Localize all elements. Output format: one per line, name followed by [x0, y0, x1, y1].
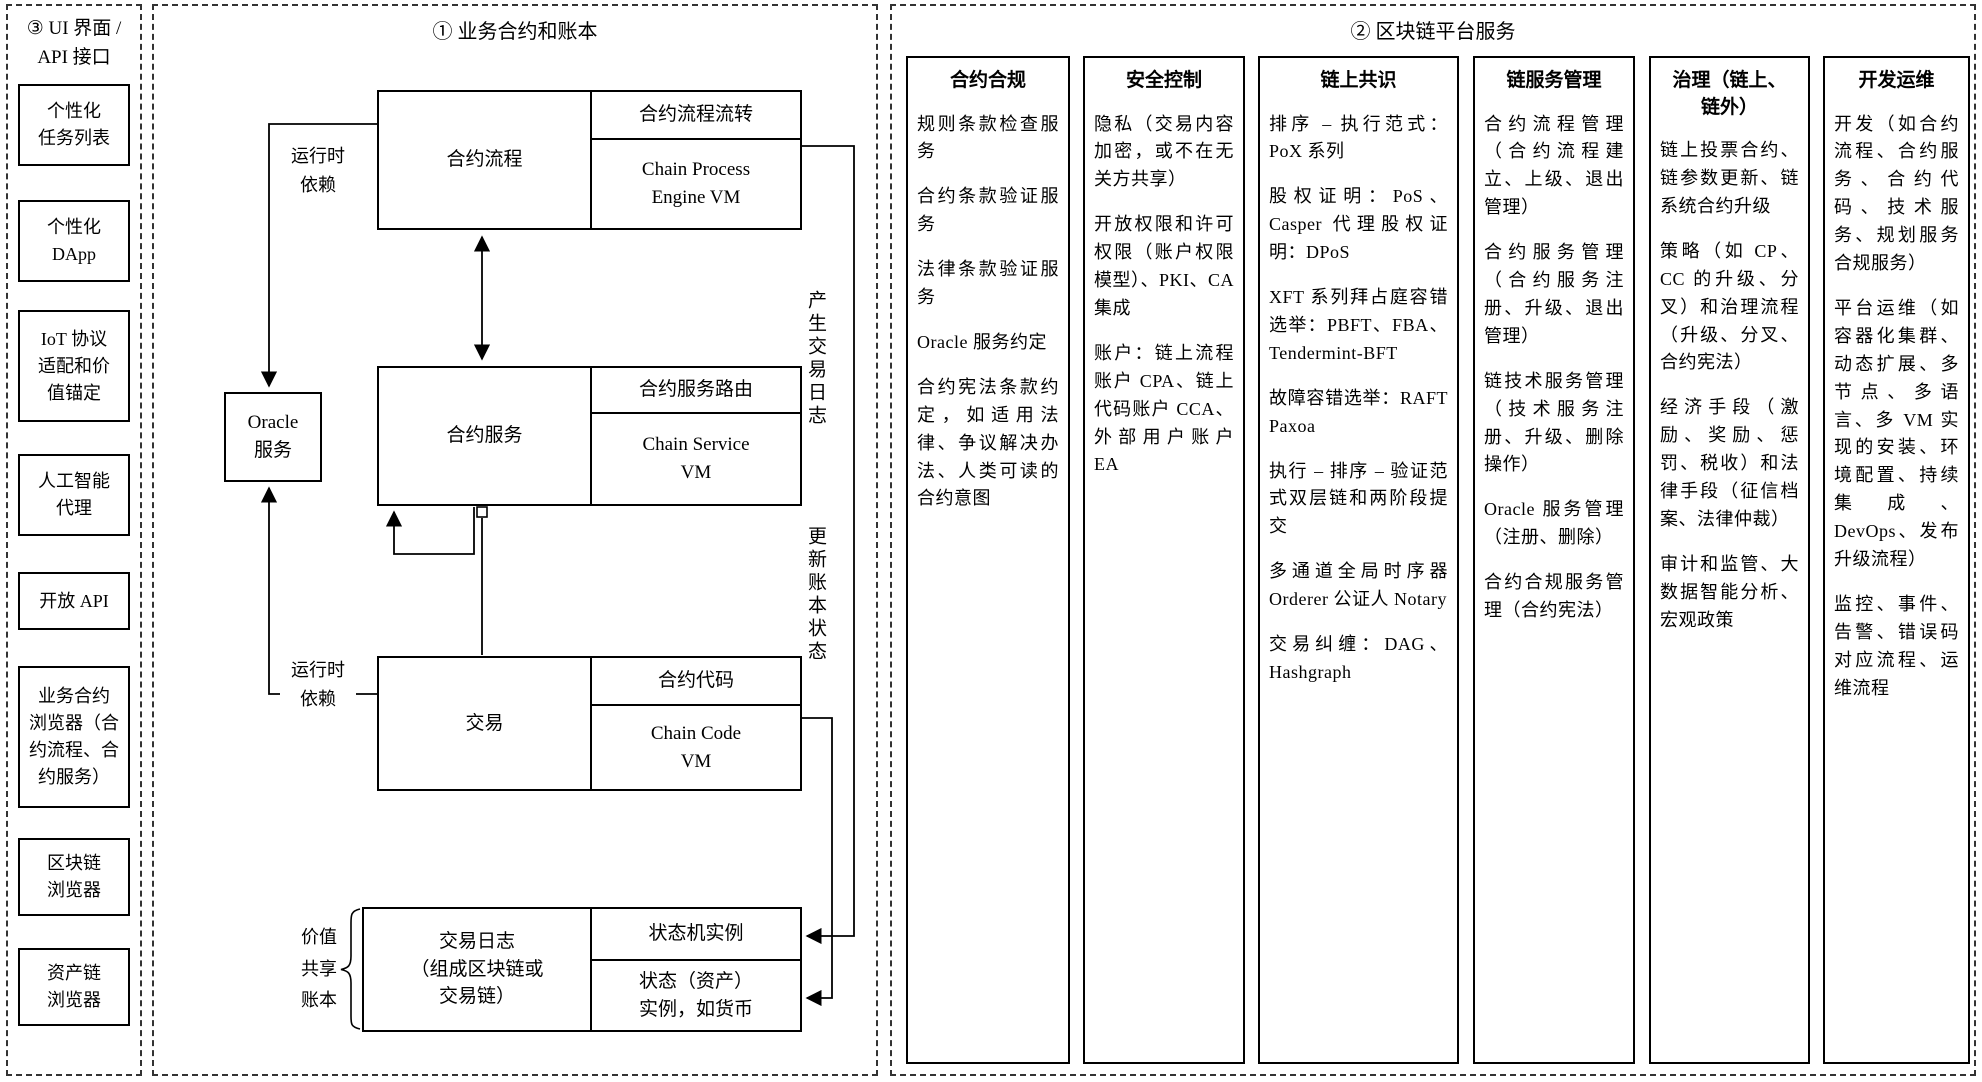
- service-item: 合约流程管理（合约流程建立、上级、退出管理）: [1484, 113, 1624, 218]
- contract-service-label: 合约服务: [379, 368, 592, 504]
- service-item: 合约条款验证服务: [917, 186, 1059, 235]
- column-header: 链上共识: [1320, 70, 1397, 91]
- ui-item-iot-adapter: IoT 协议 适配和价 值锚定: [18, 310, 130, 422]
- column-governance: 治理（链上、 链外） 链上投票合约、链参数更新、链系统合约升级 策略（如 CP、…: [1649, 56, 1810, 1064]
- transaction-box: 交易 合约代码 Chain Code VM: [377, 656, 802, 791]
- contract-process-box: 合约流程 合约流程流转 Chain Process Engine VM: [377, 90, 802, 230]
- service-item: 交易纠缠：DAG、Hashgraph: [1269, 633, 1448, 682]
- service-item: 合约合规服务管理（合约宪法）: [1484, 572, 1624, 620]
- ledger-panel-title: ① 业务合约和账本: [432, 21, 598, 43]
- ui-item-asset-browser: 资产链 浏览器: [18, 948, 130, 1026]
- transaction-label: 交易: [379, 658, 592, 789]
- service-item: 规则条款检查服务: [917, 113, 1059, 162]
- column-devops: 开发运维 开发（如合约流程、合约服务、合约代码、技术服务、规划服务合规服务） 平…: [1823, 56, 1970, 1064]
- service-item: 股权证明：PoS、Casper 代理股权证明：DPoS: [1269, 186, 1448, 263]
- column-onchain-consensus: 链上共识 排序 – 执行范式：PoX 系列 股权证明：PoS、Casper 代理…: [1258, 56, 1459, 1064]
- chain-service-vm-label: Chain Service VM: [642, 434, 750, 483]
- service-item: 监控、事件、告警、错误码对应流程、运维流程: [1834, 593, 1959, 698]
- process-flow-label: 合约流程流转: [592, 92, 800, 140]
- transaction-log-box: 交易日志 （组成区块链或 交易链） 状态机实例 状态（资产） 实例，如货币: [362, 907, 802, 1032]
- aggregation-square: [476, 506, 488, 518]
- connector-arrows-layer: [260, 123, 855, 1030]
- ui-item-dapp: 个性化 DApp: [18, 200, 130, 282]
- platform-services-panel: ② 区块链平台服务 合约合规 规则条款检查服务 合约条款验证服务 法律条款验证服…: [890, 4, 1976, 1076]
- service-item: 合约宪法条款约定，如适用法律、争议解决办法、人类可读的合约意图: [917, 376, 1059, 509]
- arrow-service-self-loop: [385, 507, 475, 555]
- service-item: 执行 – 排序 – 验证范式双层链和两阶段提交: [1269, 460, 1448, 537]
- service-item: 隐私（交易内容加密，或不在无关方共享）: [1094, 113, 1234, 190]
- update-ledger-state-label: 更新账本状态: [802, 526, 829, 664]
- arrow-to-state-instance: [802, 717, 833, 1007]
- column-header: 开发运维: [1858, 70, 1935, 91]
- ui-item-ai-agent: 人工智能 代理: [18, 454, 130, 536]
- service-item: 链上投票合约、链参数更新、链系统合约升级: [1660, 140, 1799, 216]
- service-item: 开发（如合约流程、合约服务、合约代码、技术服务、规划服务合规服务）: [1834, 113, 1959, 274]
- state-machine-label: 状态机实例: [592, 909, 800, 961]
- state-instance-label: 状态（资产） 实例，如货币: [638, 970, 753, 1020]
- column-header: 治理（链上、 链外）: [1672, 70, 1787, 118]
- runtime-dependency-label-top: 运行时 依赖: [280, 142, 356, 200]
- service-item: Oracle 服务管理（注册、删除）: [1484, 499, 1624, 548]
- column-header: 链服务管理: [1506, 70, 1602, 91]
- ui-item-chain-browser: 区块链 浏览器: [18, 838, 130, 916]
- produce-tx-log-label: 产生交易日志: [802, 290, 829, 428]
- ledger-panel: ① 业务合约和账本 合约流程: [152, 4, 878, 1076]
- contract-code-label: 合约代码: [592, 658, 800, 706]
- service-item: 法律条款验证服务: [917, 259, 1059, 308]
- value-ledger-brace: [340, 908, 361, 1030]
- service-item: Oracle 服务约定: [917, 331, 1047, 352]
- oracle-service-box: Oracle 服务: [224, 392, 322, 482]
- service-item: 经济手段（激励、奖励、惩罚、税收）和法律手段（征信档案、法律仲裁）: [1660, 397, 1799, 529]
- column-chain-service-mgmt: 链服务管理 合约流程管理（合约流程建立、上级、退出管理） 合约服务管理（合约服务…: [1473, 56, 1635, 1064]
- service-item: 故障容错选举：RAFT Paxoa: [1269, 387, 1448, 436]
- service-item: XFT 系列拜占庭容错选举：PBFT、FBA、Tendermint-BFT: [1269, 287, 1448, 363]
- service-item: 账户：链上流程账户 CPA、链上代码账户 CCA、外部用户账户 EA: [1094, 342, 1234, 475]
- service-item: 链技术服务管理（技术服务注册、升级、删除操作）: [1484, 370, 1624, 475]
- service-item: 合约服务管理（合约服务注册、升级、退出管理）: [1484, 242, 1624, 346]
- ui-item-open-api: 开放 API: [18, 572, 130, 630]
- service-item: 策略（如 CP、CC 的升级、分叉）和治理流程（升级、分叉、合约宪法）: [1660, 240, 1799, 373]
- platform-panel-title: ② 区块链平台服务: [1350, 21, 1516, 43]
- service-route-label: 合约服务路由: [592, 368, 800, 414]
- ui-panel-title: ③ UI 界面 / API 接口: [26, 18, 122, 69]
- ui-api-panel: ③ UI 界面 / API 接口 个性化 任务列表 个性化 DApp IoT 协…: [6, 4, 142, 1076]
- chain-code-vm-label: Chain Code VM: [650, 722, 742, 772]
- service-item: 审计和监管、大数据智能分析、宏观政策: [1660, 553, 1799, 630]
- service-item: 多通道全局时序器 Orderer 公证人 Notary: [1269, 561, 1448, 610]
- ui-item-task-list: 个性化 任务列表: [18, 84, 130, 166]
- ui-item-contract-browser: 业务合约 浏览器（合 约流程、合 约服务）: [18, 666, 130, 808]
- chain-process-vm-label: Chain Process Engine VM: [641, 159, 751, 208]
- arrow-to-state-machine: [802, 145, 855, 945]
- column-header: 安全控制: [1125, 70, 1202, 91]
- service-item: 平台运维（如容器化集群、动态扩展、多节点、多语言、多 VM 实现的安装、环境配置…: [1834, 297, 1959, 569]
- service-item: 开放权限和许可权限（账户权限模型）、PKI、CA 集成: [1094, 214, 1235, 318]
- runtime-dependency-label-bottom: 运行时 依赖: [280, 656, 356, 714]
- column-contract-compliance: 合约合规 规则条款检查服务 合约条款验证服务 法律条款验证服务 Oracle 服…: [906, 56, 1070, 1064]
- column-security-control: 安全控制 隐私（交易内容加密，或不在无关方共享） 开放权限和许可权限（账户权限模…: [1083, 56, 1245, 1064]
- contract-process-label: 合约流程: [379, 92, 592, 228]
- arrow-process-oracle: [260, 123, 377, 388]
- column-header: 合约合规: [949, 70, 1026, 91]
- contract-service-box: 合约服务 合约服务路由 Chain Service VM: [377, 366, 802, 506]
- tx-log-label: 交易日志 （组成区块链或 交易链）: [364, 909, 592, 1030]
- value-shared-ledger-label: 价值 共享 账本: [301, 927, 337, 1010]
- service-item: 排序 – 执行范式：PoX 系列: [1269, 113, 1448, 162]
